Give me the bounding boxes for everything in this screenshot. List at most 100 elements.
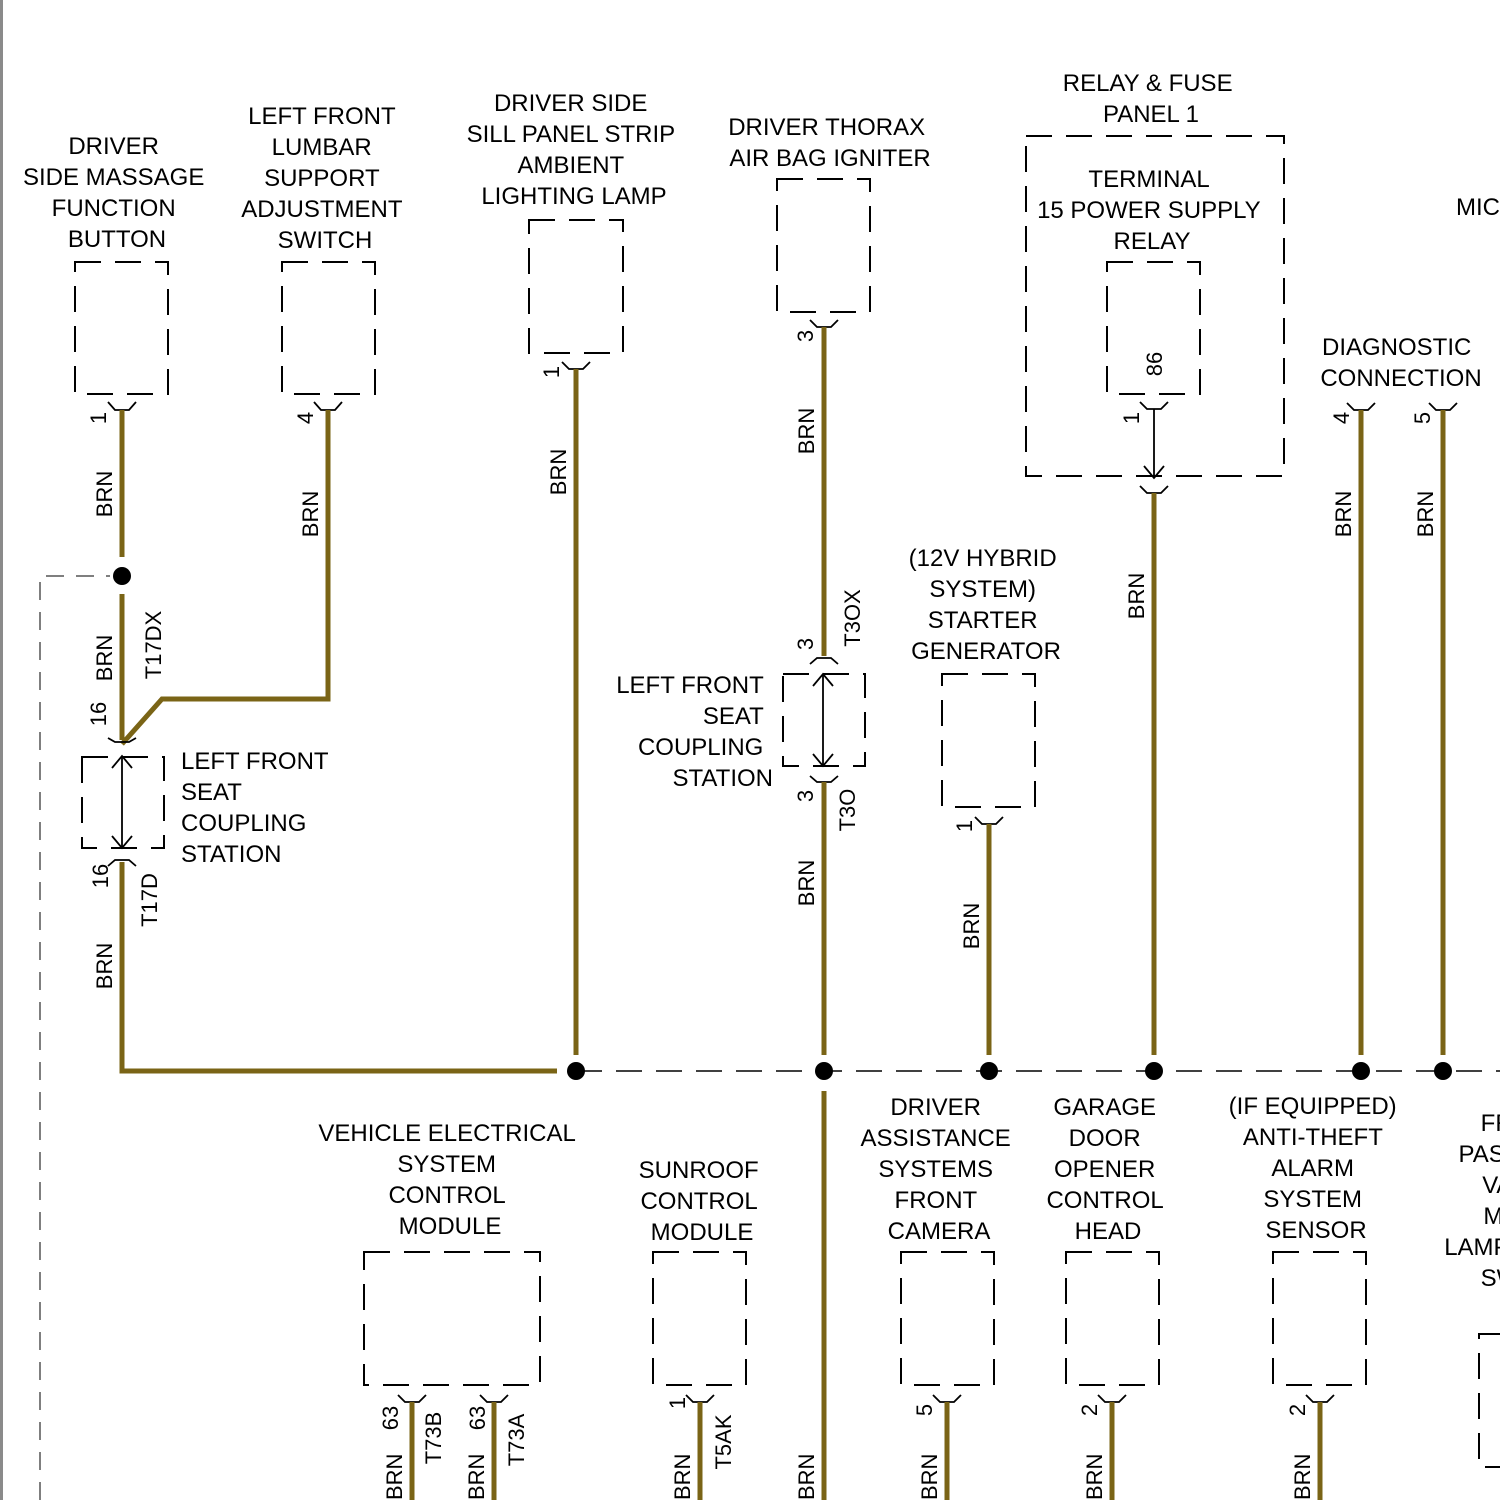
wire-color-label: BRN: [92, 943, 117, 989]
component-diagnostic-connection[interactable]: DIAGNOSTIC CONNECTION: [1320, 334, 1482, 411]
wire-color-label: BRN: [1124, 573, 1149, 619]
component-label: DRIVER SIDE SILL PANEL STRIP AMBIENT LIG…: [467, 90, 682, 210]
connector-icon: [1139, 401, 1169, 410]
relay-box: [1106, 261, 1201, 395]
wire-color-label: BRN: [92, 471, 117, 517]
component-front-camera[interactable]: DRIVER ASSISTANCE SYSTEMS FRONT CAMERA: [861, 1094, 1018, 1386]
component-label: LEFT FRONT LUMBAR SUPPORT ADJUSTMENT SWI…: [241, 103, 409, 254]
component-vecm[interactable]: VEHICLE ELECTRICAL SYSTEM CONTROL MODULE: [318, 1120, 581, 1386]
pin-number: 1: [665, 1397, 690, 1409]
component-garage-door-opener[interactable]: GARAGE DOOR OPENER CONTROL HEAD: [1046, 1094, 1169, 1386]
connector-icon: [107, 737, 137, 743]
component-box: [652, 1251, 747, 1386]
connector-id: T5AK: [711, 1414, 736, 1469]
connector-icon: [479, 1394, 509, 1403]
pin-number: 3: [793, 330, 818, 342]
component-label: DRIVER THORAX AIR BAG IGNITER: [728, 114, 932, 172]
component-seat-coupling-mid[interactable]: LEFT FRONT SEAT COUPLING STATION: [616, 657, 866, 792]
pin-number: 86: [1142, 352, 1167, 376]
connector-id: T17D: [137, 873, 162, 927]
wire-color-label: BRN: [1413, 491, 1438, 537]
component-sill-lamp[interactable]: DRIVER SIDE SILL PANEL STRIP AMBIENT LIG…: [467, 90, 682, 354]
component-box: [1272, 1251, 1367, 1386]
wire-color-label: BRN: [1331, 491, 1356, 537]
connector-icon: [561, 361, 591, 370]
connector-icon: [1428, 402, 1458, 411]
page-left-edge: [0, 0, 3, 1500]
component-label: DIAGNOSTIC CONNECTION: [1320, 334, 1481, 392]
component-starter-generator[interactable]: (12V HYBRID SYSTEM) STARTER GENERATOR: [909, 545, 1064, 808]
wire-color-label: BRN: [546, 449, 571, 495]
splice-dot: [567, 1062, 585, 1080]
wire-color-label: BRN: [670, 1454, 695, 1500]
connector-id: T3OX: [840, 589, 865, 647]
wire-left-bus: [119, 862, 557, 1074]
component-label-mic: MIC: [1456, 194, 1500, 221]
wire-color-label: BRN: [382, 1454, 407, 1500]
shield-line: [39, 575, 110, 1500]
connector-id: T3O: [835, 789, 860, 832]
component-box: [1065, 1251, 1160, 1386]
component-box: [74, 261, 169, 395]
pin-number: 2: [1285, 1404, 1310, 1416]
pin-number: 2: [1077, 1404, 1102, 1416]
panel-label: RELAY & FUSE PANEL 1: [1063, 70, 1240, 128]
connector-icon: [107, 401, 137, 411]
component-relay-fuse-panel[interactable]: RELAY & FUSE PANEL 1 TERMINAL 15 POWER S…: [1025, 70, 1285, 480]
splice-dot: [113, 567, 131, 585]
arrow-heads-icon: [111, 754, 133, 850]
connector-icon: [1097, 1394, 1127, 1403]
component-lumbar-switch[interactable]: LEFT FRONT LUMBAR SUPPORT ADJUSTMENT SWI…: [241, 103, 409, 395]
component-box: [776, 178, 871, 313]
component-label: DRIVER SIDE MASSAGE FUNCTION BUTTON: [23, 133, 211, 253]
connector-icon: [809, 319, 839, 328]
component-box: [528, 219, 624, 354]
component-box: [900, 1251, 995, 1386]
connector-icon: [107, 859, 137, 867]
component-box: [941, 673, 1036, 808]
component-massage-button[interactable]: DRIVER SIDE MASSAGE FUNCTION BUTTON: [23, 133, 211, 395]
component-box: [782, 673, 866, 767]
component-sunroof-module[interactable]: SUNROOF CONTROL MODULE: [639, 1157, 766, 1386]
connector-icon: [1305, 1394, 1335, 1403]
pin-number: 16: [86, 702, 111, 726]
component-label: SUNROOF CONTROL MODULE: [639, 1157, 766, 1246]
component-label: LEFT FRONT SEAT COUPLING STATION: [616, 672, 773, 792]
component-alarm-sensor[interactable]: (IF EQUIPPED) ANTI-THEFT ALARM SYSTEM SE…: [1229, 1093, 1404, 1386]
component-label: DRIVER ASSISTANCE SYSTEMS FRONT CAMERA: [861, 1094, 1018, 1245]
splice-dot: [1145, 1062, 1163, 1080]
pin-number: 3: [793, 638, 818, 650]
pin-number: 63: [378, 1406, 403, 1430]
wire-color-label: BRN: [464, 1454, 489, 1500]
wire-color-label: BRN: [1290, 1454, 1315, 1500]
connector-id: T17DX: [141, 610, 166, 679]
arrow-heads-icon: [812, 672, 834, 768]
wire-lumbar: [120, 410, 331, 746]
wire-color-label: BRN: [1082, 1454, 1107, 1500]
splice-dot: [815, 1062, 833, 1080]
component-label: (12V HYBRID SYSTEM) STARTER GENERATOR: [909, 545, 1064, 665]
connector-icon: [932, 1394, 962, 1403]
pin-number: 4: [1329, 412, 1354, 424]
splice-dot: [1352, 1062, 1370, 1080]
component-box: [363, 1251, 541, 1386]
component-label: VEHICLE ELECTRICAL SYSTEM CONTROL MODULE: [318, 1120, 581, 1240]
component-box: [81, 756, 165, 849]
pin-number: 5: [1410, 412, 1435, 424]
pin-number: 1: [952, 820, 977, 832]
connector-id: T73A: [504, 1413, 529, 1466]
component-seat-coupling-left[interactable]: LEFT FRONT SEAT COUPLING STATION: [81, 737, 335, 868]
connector-icon: [809, 775, 839, 783]
component-vanity-mirror-switch[interactable]: FR PASS VA MI LAMP SW: [1444, 1110, 1500, 1468]
pin-number: 1: [1119, 412, 1144, 424]
pin-number: 16: [88, 864, 113, 888]
connector-icon: [685, 1394, 715, 1403]
component-label: GARAGE DOOR OPENER CONTROL HEAD: [1046, 1094, 1169, 1245]
splice-dot: [1434, 1062, 1452, 1080]
wire-color-label: BRN: [917, 1454, 942, 1500]
wire-color-label: BRN: [794, 1454, 819, 1500]
splice-dot: [980, 1062, 998, 1080]
component-thorax-airbag[interactable]: DRIVER THORAX AIR BAG IGNITER: [728, 114, 932, 313]
connector-id: T73B: [421, 1412, 446, 1465]
